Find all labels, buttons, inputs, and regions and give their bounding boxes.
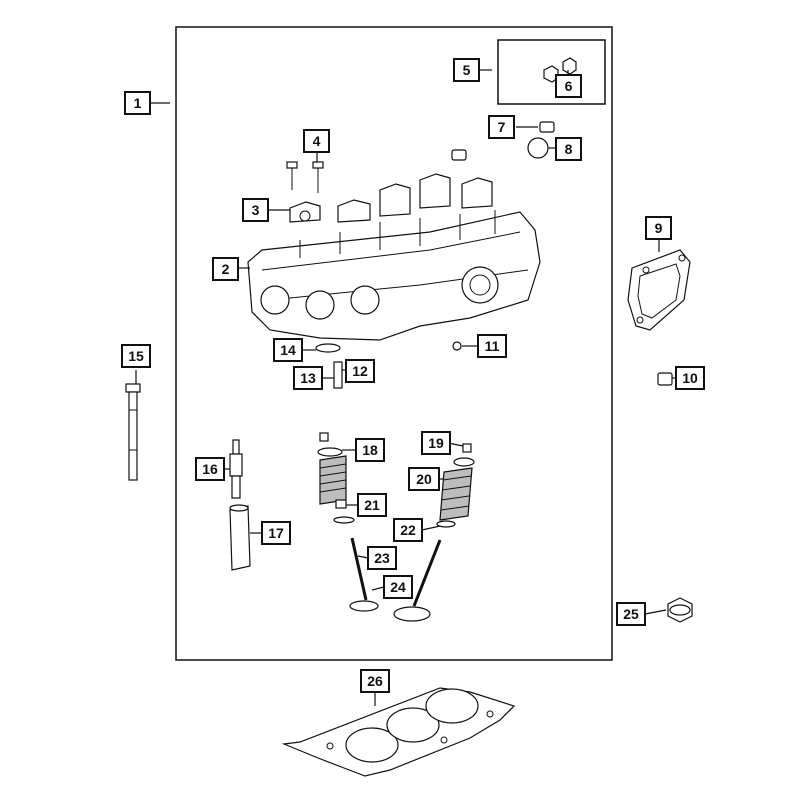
callout-9: 9 [645,216,672,240]
callout-1: 1 [124,91,151,115]
svg-text:3: 3 [252,202,260,218]
gasket-part [627,249,691,331]
callout-18: 18 [355,438,385,462]
callout-3: 3 [242,198,269,222]
callout-7: 7 [488,115,515,139]
svg-text:25: 25 [623,606,639,622]
svg-text:2: 2 [222,261,230,277]
callout-23: 23 [367,546,397,570]
callout-16: 16 [195,457,225,481]
callout-14: 14 [273,338,303,362]
subassembly-frame [497,39,606,105]
callout-12: 12 [345,359,375,383]
svg-text:13: 13 [300,370,316,386]
callout-2: 2 [212,257,239,281]
spark-plug-part [229,439,243,499]
svg-text:15: 15 [128,348,144,364]
svg-text:1: 1 [134,95,142,111]
svg-text:26: 26 [367,673,383,689]
svg-text:7: 7 [498,119,506,135]
svg-text:24: 24 [390,579,406,595]
ball-part [452,341,462,351]
svg-text:4: 4 [313,133,321,149]
exhaust-valve-assembly-part [393,443,475,622]
callout-19: 19 [421,431,451,455]
callout-21: 21 [357,493,387,517]
callout-22: 22 [393,518,423,542]
callout-13: 13 [293,366,323,390]
head-gasket-part [281,687,516,777]
drain-plug-part [667,597,693,623]
seal-part [315,343,341,353]
svg-text:8: 8 [565,141,573,157]
svg-text:9: 9 [655,220,663,236]
cap-bolt-part [286,161,324,193]
cylinder-head-part [247,210,541,341]
svg-text:12: 12 [352,363,368,379]
callout-5: 5 [453,58,480,82]
bushing-part [657,372,673,386]
assembly-frame [175,26,613,661]
callout-4: 4 [303,129,330,153]
callout-11: 11 [477,334,507,358]
camshaft-cap-part [289,173,493,223]
callout-20: 20 [408,467,440,491]
svg-text:10: 10 [682,370,698,386]
callout-26: 26 [360,669,390,693]
svg-text:14: 14 [280,342,296,358]
svg-text:17: 17 [268,525,284,541]
plug-part [451,121,555,161]
svg-text:11: 11 [485,338,500,354]
svg-text:6: 6 [565,78,573,94]
expansion-plug-part [527,137,549,159]
head-bolt-part [125,383,141,481]
svg-text:23: 23 [374,550,390,566]
nut-part [543,57,577,83]
svg-text:5: 5 [463,62,471,78]
callout-6: 6 [555,74,582,98]
callout-24: 24 [383,575,413,599]
callout-8: 8 [555,137,582,161]
svg-text:21: 21 [364,497,380,513]
callout-10: 10 [675,366,705,390]
callout-15: 15 [121,344,151,368]
svg-text:20: 20 [416,471,432,487]
callout-25: 25 [616,602,646,626]
svg-text:19: 19 [428,435,444,451]
svg-text:16: 16 [202,461,218,477]
svg-text:18: 18 [362,442,378,458]
spark-plug-tube-part [229,504,251,571]
intake-valve-assembly-part [317,432,379,612]
valve-guide-part [333,361,343,389]
svg-text:22: 22 [400,522,416,538]
callout-17: 17 [261,521,291,545]
